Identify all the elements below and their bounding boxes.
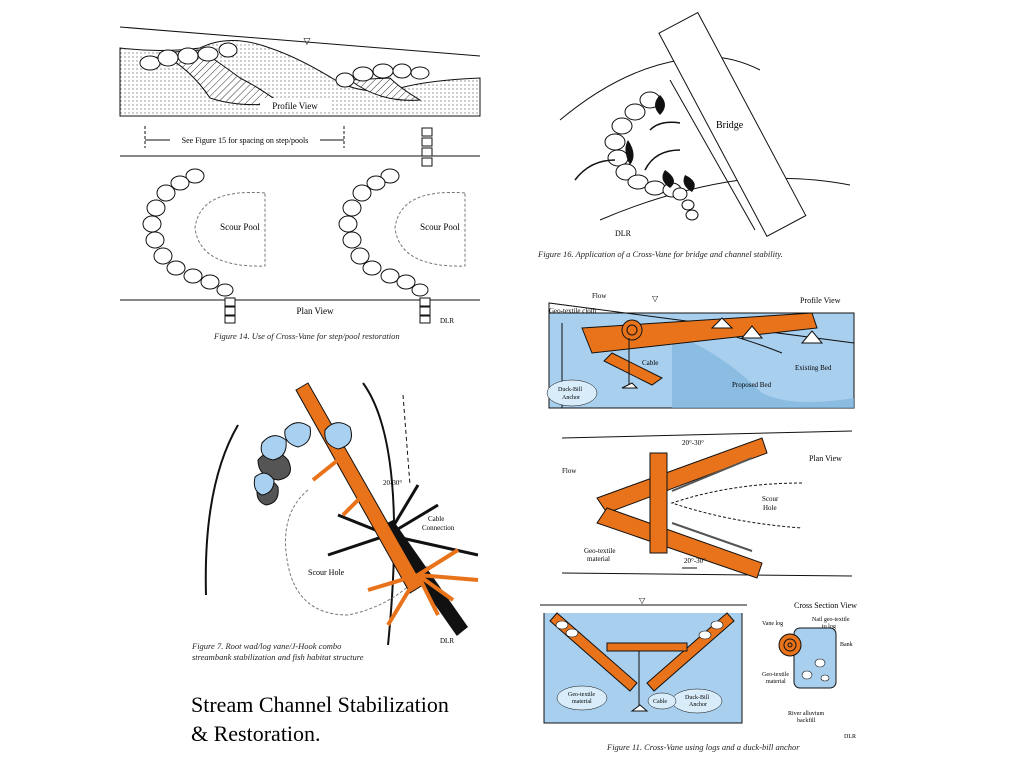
- hole-label: Hole: [763, 504, 777, 512]
- plan-view-label: Plan View: [809, 454, 842, 463]
- figure-14-drawing: ▽ Profile View See Figure 15 for spacing…: [119, 26, 481, 325]
- figure-7-panel: 20-30° Cable Connection Scour Hole DLR F…: [178, 365, 506, 668]
- figure-7-caption-line2: streambank stabilization and fish habita…: [192, 652, 364, 662]
- cross-section-view-label: Cross Section View: [794, 601, 857, 610]
- nail-geo-textile-label: Nail geo-textile: [812, 617, 850, 623]
- geo-textile-label-xsec: Geo-textile: [568, 692, 595, 698]
- existing-bed-label: Existing Bed: [795, 364, 832, 372]
- angle-label-bottom: 20°-30°: [684, 557, 706, 565]
- geo-textile-label-plan: Geo-textile: [584, 547, 616, 555]
- cable-label-xsec: Cable: [653, 699, 667, 705]
- figure-16-drawing: Bridge DLR: [559, 11, 851, 238]
- scour-pool-label-left: Scour Pool: [220, 222, 260, 232]
- credit-label: DLR: [440, 637, 454, 645]
- anchor-label-xsec: Anchor: [689, 702, 707, 708]
- figure-16-panel: Bridge DLR Figure 16. Application of a C…: [520, 10, 862, 270]
- water-level-symbol: ▽: [652, 294, 659, 303]
- water-level-symbol-xsec: ▽: [639, 596, 646, 605]
- anchor-label: Anchor: [562, 395, 580, 401]
- angle-label: 20-30°: [383, 479, 402, 487]
- profile-view-label: Profile View: [800, 296, 841, 305]
- plan-view-label: Plan View: [296, 306, 334, 316]
- slide-title: Stream Channel Stabilization & Restorati…: [191, 690, 449, 748]
- geo-textile-cloth-label: Geo-textile cloth: [549, 307, 597, 315]
- material-label-xsec: material: [572, 699, 592, 705]
- material-label-detail: material: [766, 679, 786, 685]
- plan-view-diagram: Scour Pool Scour Pool Plan View DLR: [120, 127, 480, 325]
- fig11-profile-view: Flow ▽ Profile View Geo-textile cloth Ca…: [546, 292, 855, 409]
- cable-connection-label: Cable Connection: [422, 515, 455, 532]
- flow-label-plan: Flow: [562, 467, 577, 475]
- bank-label: Bank: [840, 642, 853, 648]
- geo-textile-label-detail: Geo-textile: [762, 672, 789, 678]
- cable-label-line: Cable: [428, 515, 444, 523]
- bridge-label: Bridge: [716, 120, 744, 131]
- credit-label: DLR: [440, 317, 454, 325]
- figure-14-panel: ▽ Profile View See Figure 15 for spacing…: [100, 8, 505, 355]
- connection-label-line: Connection: [422, 524, 455, 532]
- figure-7-caption-line1: Figure 7. Root wad/log vane/J-Hook combo: [192, 641, 342, 651]
- duck-bill-label-xsec: Duck-Bill: [685, 695, 709, 701]
- orange-log: [295, 382, 424, 594]
- duck-bill-label: Duck-Bill: [558, 387, 582, 393]
- fig11-cross-section: ▽ Geo-textile material Cable Duck-Bill A…: [540, 596, 857, 740]
- scour-label: Scour: [762, 495, 779, 503]
- bridge-deck: [658, 11, 807, 237]
- slide-title-line2: & Restoration.: [191, 721, 321, 746]
- angle-label-top: 20°-30°: [682, 439, 704, 447]
- figure-11-caption: Figure 11. Cross-Vane using logs and a d…: [607, 742, 800, 752]
- svg-text:▽: ▽: [304, 36, 311, 46]
- spacing-annotation: See Figure 15 for spacing on step/pools: [144, 126, 345, 148]
- spacing-note-label: See Figure 15 for spacing on step/pools: [182, 136, 309, 145]
- figure-14-caption: Figure 14. Use of Cross-Vane for step/po…: [214, 331, 400, 341]
- vane-log-label: Vane log: [762, 621, 783, 627]
- scour-hole-label: Scour Hole: [308, 568, 345, 577]
- cable-label-profile: Cable: [642, 359, 658, 367]
- proposed-bed-label: Proposed Bed: [732, 381, 772, 389]
- slide-title-line1: Stream Channel Stabilization: [191, 692, 449, 717]
- figure-7-drawing: 20-30° Cable Connection Scour Hole DLR: [204, 382, 479, 646]
- to-log-label: to log: [822, 624, 836, 630]
- profile-view-label: Profile View: [272, 101, 318, 111]
- flow-label-profile: Flow: [592, 292, 607, 300]
- profile-view-diagram: ▽ Profile View: [119, 26, 481, 117]
- figure-11-drawing: Flow ▽ Profile View Geo-textile cloth Ca…: [540, 292, 857, 740]
- fig11-plan-view: Flow Plan View 20°-30° 20°-30° Scour Hol…: [561, 430, 853, 579]
- material-label-plan: material: [587, 555, 610, 563]
- credit-label: DLR: [844, 734, 856, 740]
- scour-pool-label-right: Scour Pool: [420, 222, 460, 232]
- figure-16-caption: Figure 16. Application of a Cross-Vane f…: [538, 249, 783, 259]
- river-alluvium-label: River alluvium: [788, 711, 824, 717]
- figure-11-panel: Flow ▽ Profile View Geo-textile cloth Ca…: [522, 283, 884, 761]
- backfill-label: backfill: [797, 717, 816, 724]
- credit-label: DLR: [615, 229, 632, 238]
